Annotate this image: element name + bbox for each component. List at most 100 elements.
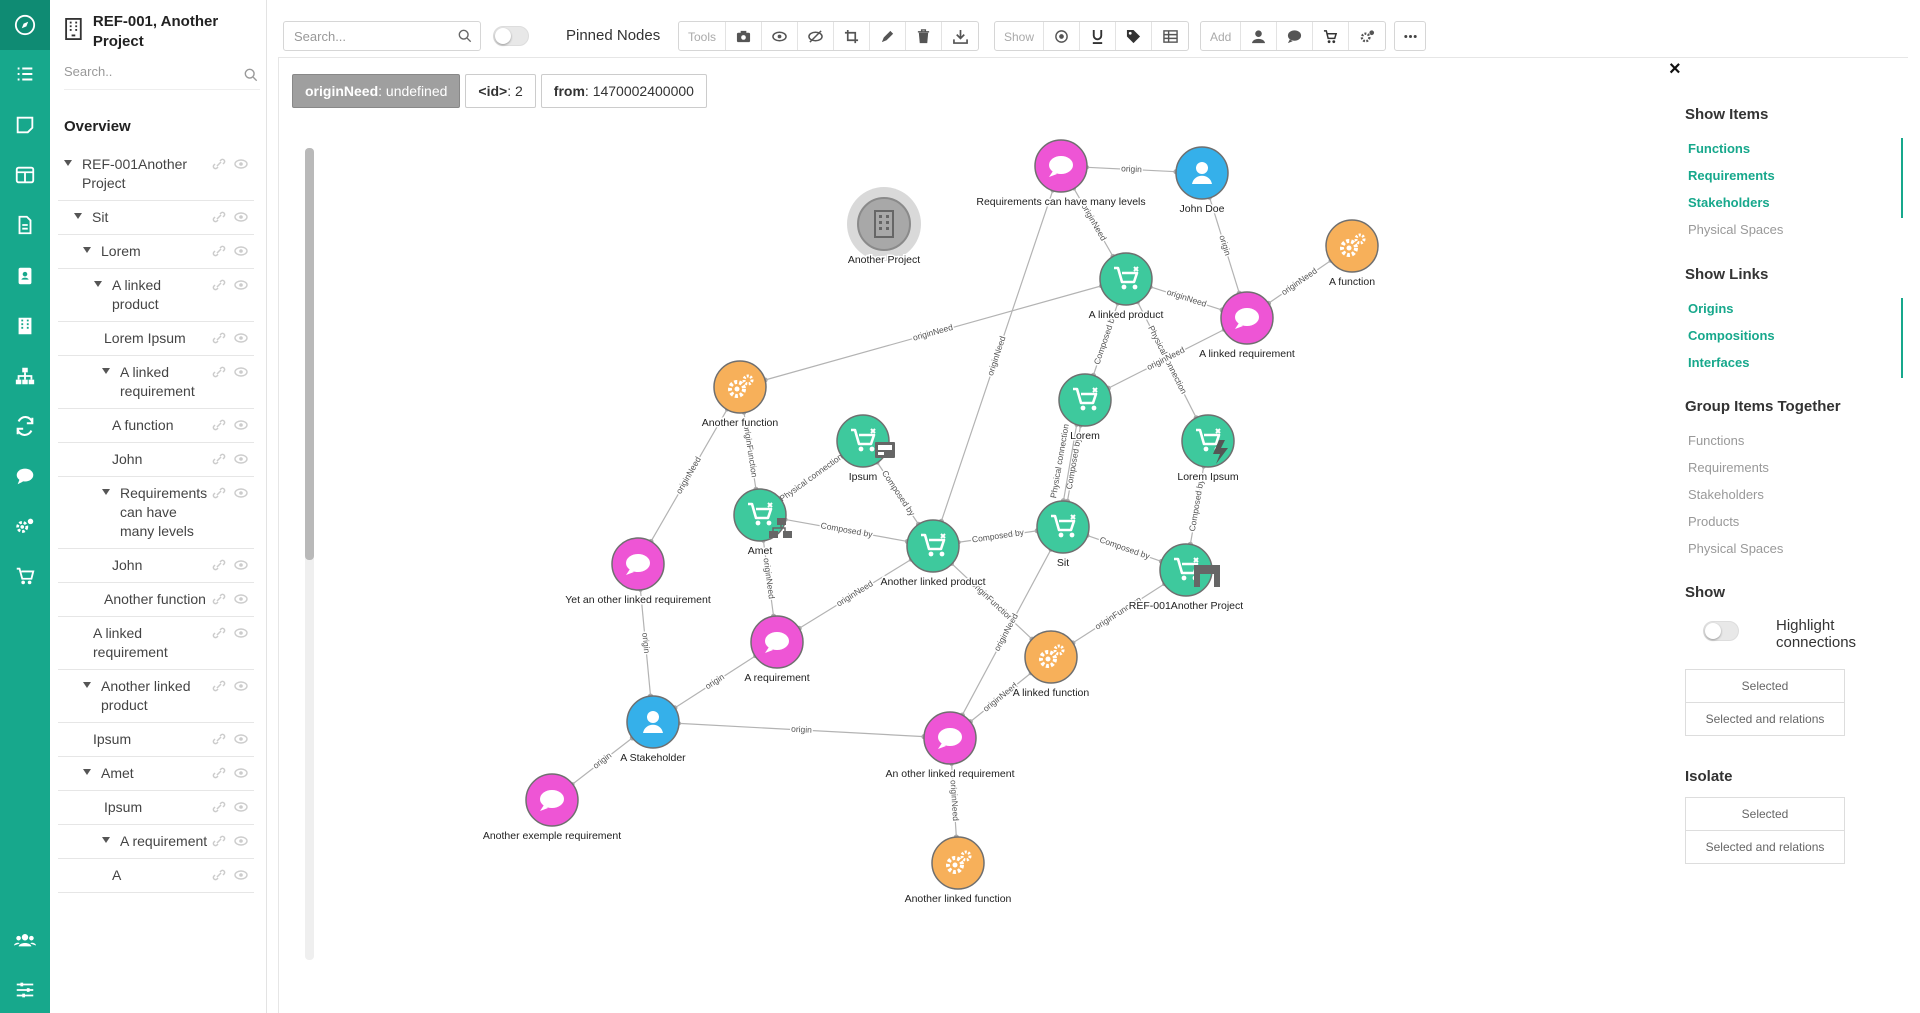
tree-row[interactable]: A function	[58, 409, 254, 443]
tree-row[interactable]: Sit	[58, 201, 254, 235]
graph-node-stakeholder[interactable]: John Doe	[1175, 146, 1229, 217]
graph-node-function[interactable]: Another function	[700, 360, 780, 431]
graph-node-function[interactable]: A linked function	[1011, 630, 1091, 701]
eye-icon[interactable]	[234, 731, 248, 744]
address-book-icon[interactable]	[0, 254, 50, 298]
graph-node-product[interactable]: Sit	[1036, 500, 1090, 571]
users-icon[interactable]	[0, 918, 50, 962]
tree-row[interactable]: John	[58, 443, 254, 477]
graph-node-requirement[interactable]: Requirements can have many levels	[975, 139, 1147, 210]
tree-scrollbar-thumb[interactable]	[305, 148, 314, 560]
comment-icon[interactable]	[0, 454, 50, 498]
link-icon[interactable]	[212, 417, 226, 431]
eye-icon[interactable]	[234, 277, 248, 290]
eye-icon[interactable]	[234, 678, 248, 691]
tree-row[interactable]: A linked requirement	[58, 356, 254, 409]
tree-row[interactable]: Lorem Ipsum	[58, 322, 254, 356]
tree-row[interactable]: Another linked product	[58, 670, 254, 723]
link-icon[interactable]	[212, 277, 226, 291]
option-item[interactable]: Compositions	[1688, 328, 1775, 343]
tree-row[interactable]: Lorem	[58, 235, 254, 269]
camera-icon[interactable]	[726, 22, 763, 50]
tree-row[interactable]: Ipsum	[58, 723, 254, 757]
link-icon[interactable]	[212, 243, 226, 257]
sticky-note-icon[interactable]	[0, 103, 50, 147]
graph-node-project[interactable]: Another Project	[846, 187, 922, 268]
user-icon[interactable]	[1241, 22, 1278, 50]
columns-icon[interactable]	[0, 153, 50, 197]
overview-heading[interactable]: Overview	[64, 118, 131, 135]
tree-row[interactable]: A requirement	[58, 825, 254, 859]
sliders-icon[interactable]	[0, 968, 50, 1012]
target-icon[interactable]	[1044, 22, 1081, 50]
pinned-nodes-toggle[interactable]	[493, 26, 529, 46]
caret-down-icon[interactable]	[94, 281, 102, 287]
eye-icon[interactable]	[234, 485, 248, 498]
option-button[interactable]: Selected and relations	[1705, 840, 1825, 854]
trash-icon[interactable]	[906, 22, 943, 50]
eye-icon[interactable]	[234, 591, 248, 604]
list-icon[interactable]	[0, 52, 50, 96]
pen-icon[interactable]	[870, 22, 907, 50]
tree-row[interactable]: Another function	[58, 583, 254, 617]
option-item[interactable]: Physical Spaces	[1688, 222, 1784, 237]
graph-node-requirement[interactable]: Yet an other linked requirement	[564, 537, 712, 608]
crop-icon[interactable]	[834, 22, 871, 50]
eye-icon[interactable]	[234, 833, 248, 846]
eye-icon[interactable]	[762, 22, 799, 50]
graph-node-requirement[interactable]: A requirement	[743, 615, 811, 686]
caret-down-icon[interactable]	[74, 213, 82, 219]
document-icon[interactable]	[0, 203, 50, 247]
cart-icon[interactable]	[1313, 22, 1350, 50]
link-icon[interactable]	[212, 330, 226, 344]
link-icon[interactable]	[212, 867, 226, 881]
tree-row[interactable]: Requirements can have many levels	[58, 477, 254, 549]
option-item[interactable]: Interfaces	[1688, 355, 1750, 370]
tree-scrollbar[interactable]	[305, 148, 314, 960]
graph-node-function[interactable]: A function	[1325, 219, 1379, 290]
eye-icon[interactable]	[234, 417, 248, 430]
table-icon[interactable]	[1152, 22, 1188, 50]
option-item[interactable]: Functions	[1688, 433, 1745, 448]
option-button[interactable]: Selected	[1686, 798, 1844, 831]
tree-row[interactable]: John	[58, 549, 254, 583]
link-icon[interactable]	[212, 557, 226, 571]
link-icon[interactable]	[212, 678, 226, 692]
eye-icon[interactable]	[234, 209, 248, 222]
eye-icon[interactable]	[234, 156, 248, 169]
graph-node-requirement[interactable]: A linked requirement	[1198, 291, 1296, 362]
eye-icon[interactable]	[234, 243, 248, 256]
link-icon[interactable]	[212, 731, 226, 745]
option-item[interactable]: Origins	[1688, 301, 1734, 316]
graph-node-product[interactable]: Lorem	[1058, 373, 1112, 444]
link-icon[interactable]	[212, 591, 226, 605]
option-item[interactable]: Products	[1688, 514, 1740, 529]
close-icon[interactable]: ×	[1669, 58, 1681, 80]
graph-canvas[interactable]	[278, 57, 1908, 1013]
tag-icon[interactable]	[1116, 22, 1153, 50]
comment-icon[interactable]	[1277, 22, 1314, 50]
caret-down-icon[interactable]	[102, 837, 110, 843]
caret-down-icon[interactable]	[83, 247, 91, 253]
filter-chip[interactable]: <id>: 2	[465, 74, 536, 108]
eye-icon[interactable]	[234, 451, 248, 464]
download-icon[interactable]	[942, 22, 978, 50]
option-item[interactable]: Stakeholders	[1688, 487, 1764, 502]
link-icon[interactable]	[212, 156, 226, 170]
caret-down-icon[interactable]	[83, 769, 91, 775]
tree-row[interactable]: Amet	[58, 757, 254, 791]
option-button[interactable]: Selected	[1686, 670, 1844, 703]
graph-node-function[interactable]: Another linked function	[903, 836, 1013, 907]
filter-chip[interactable]: from: 1470002400000	[540, 74, 707, 108]
option-item[interactable]: Functions	[1688, 141, 1751, 156]
tree-row[interactable]: A	[58, 859, 254, 893]
option-item[interactable]: Requirements	[1688, 168, 1775, 183]
cart-icon[interactable]	[0, 554, 50, 598]
search-icon[interactable]	[458, 29, 472, 43]
link-icon[interactable]	[212, 765, 226, 779]
tree-row[interactable]: REF-001Another Project	[58, 148, 254, 201]
eye-icon[interactable]	[234, 765, 248, 778]
graph-node-product[interactable]: A linked product	[1087, 252, 1165, 323]
eye-slash-icon[interactable]	[798, 22, 835, 50]
option-button[interactable]: Selected and relations	[1705, 712, 1825, 726]
